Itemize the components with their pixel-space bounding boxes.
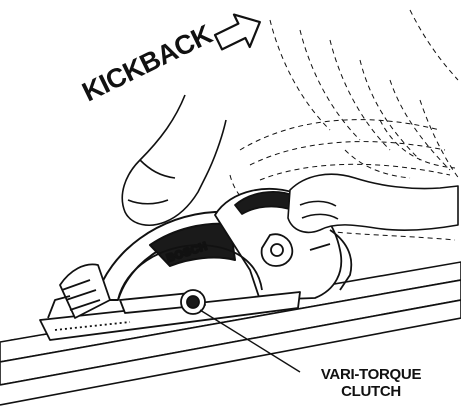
upper-hand xyxy=(122,95,226,225)
vari-torque-clutch-callout: VARI-TORQUE CLUTCH xyxy=(286,366,456,400)
callout-line-2: CLUTCH xyxy=(286,383,456,400)
kickback-label: KICKBACK xyxy=(77,19,217,108)
callout-line-1: VARI-TORQUE xyxy=(286,366,456,383)
lower-hand xyxy=(288,174,458,232)
kickback-arrow-icon xyxy=(211,6,268,59)
